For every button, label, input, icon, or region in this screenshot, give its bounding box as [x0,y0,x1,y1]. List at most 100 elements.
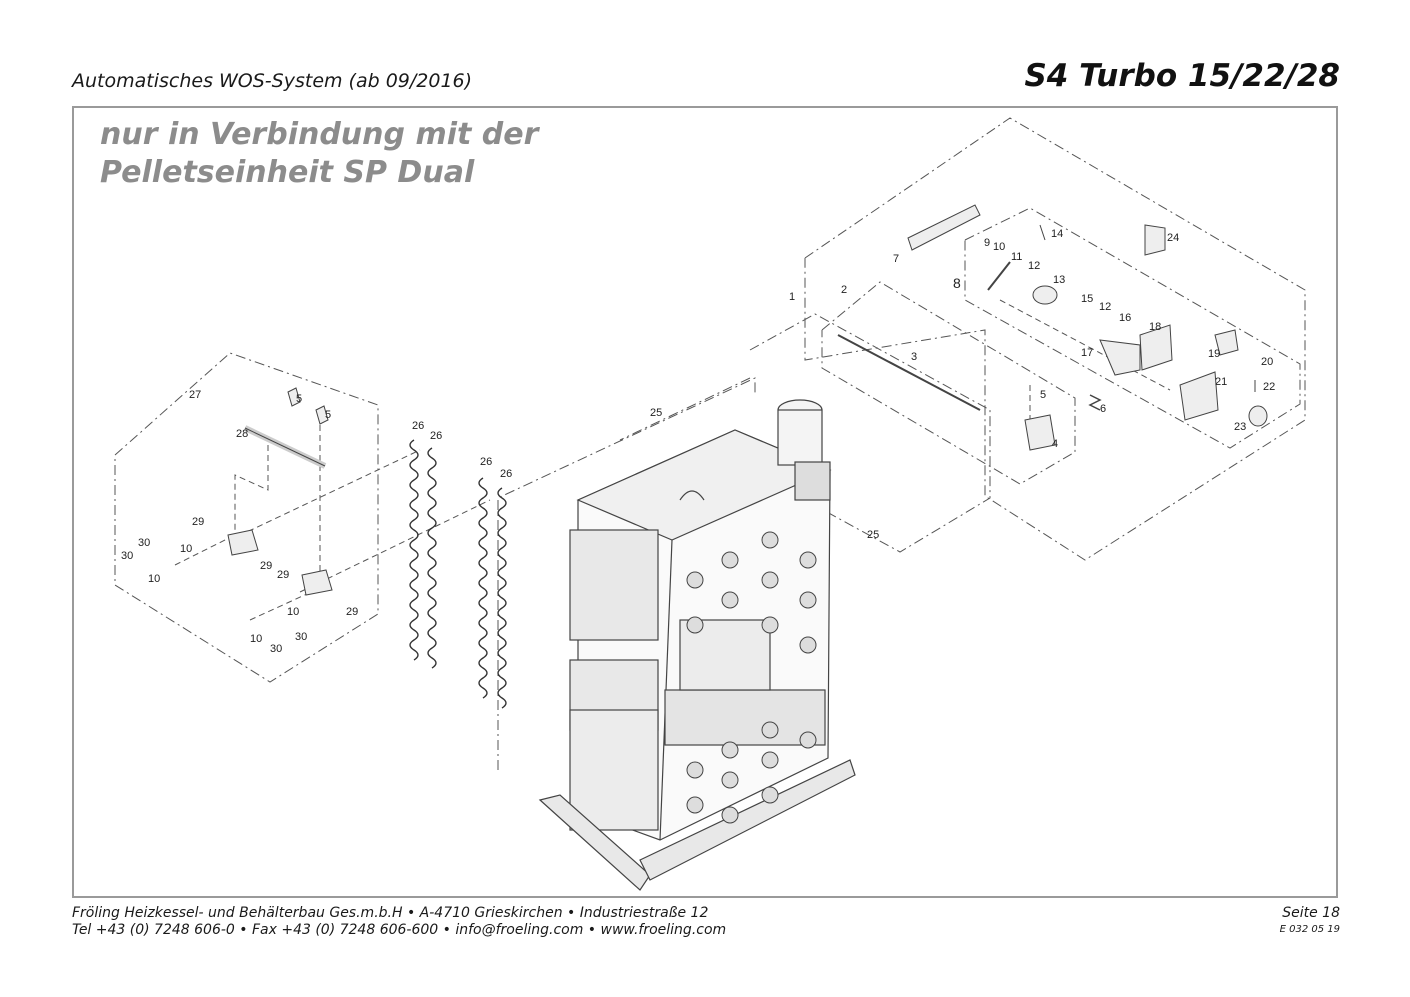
spring-3 [478,477,488,699]
part-24-cover [1144,224,1166,256]
part-23-disc [1248,405,1268,427]
part-10-lever [987,261,1011,291]
leader-line [299,499,491,593]
document-subtitle: Automatisches WOS-System (ab 09/2016) [72,70,473,92]
footer-contact-line: Tel +43 (0) 7248 606-0 • Fax +43 (0) 724… [72,922,727,938]
group-outline-3 [749,313,991,553]
port-circle [761,571,779,589]
part-17-bracket [1099,339,1141,376]
label-part-10c: 10 [148,573,160,585]
port-circle [721,771,739,789]
part-28-rod-outline [244,427,326,467]
footer-company-line: Fröling Heizkessel- und Behälterbau Ges.… [72,905,709,921]
label-part-21: 21 [1215,376,1227,388]
label-part-14: 14 [1051,228,1063,240]
part-5-clip-a [287,387,301,407]
label-part-16: 16 [1119,312,1131,324]
leader-line [174,534,236,566]
group-outline-27 [114,352,379,683]
label-part-29a: 29 [192,516,204,528]
part-bracket-left [227,529,259,556]
label-part-27: 27 [189,389,201,401]
port-circle [721,806,739,824]
boiler-door-lower [569,709,659,831]
port-circle [799,636,817,654]
left-group-parts [227,387,333,596]
label-part-25a: 25 [650,407,662,419]
boiler-base [639,759,856,881]
label-part-9: 9 [984,237,990,249]
label-part-17: 17 [1081,347,1093,359]
port-circle [761,721,779,739]
wos-mechanism-parts [837,204,1268,451]
flue-pipe [777,409,823,466]
note-line-1: nur in Verbindung mit der [100,117,539,152]
label-part-7: 7 [893,253,899,265]
part-7-bracket [907,204,981,251]
label-part-29c: 29 [277,569,289,581]
compatibility-note: nur in Verbindung mit der Pelletseinheit… [100,116,538,192]
page-number: Seite 18 [1282,905,1340,921]
part-6-spring [1088,394,1102,411]
port-circle [799,551,817,569]
label-part-3: 3 [911,351,917,363]
port-circle [761,786,779,804]
label-part-12a: 12 [1028,260,1040,272]
label-part-10b: 10 [180,543,192,555]
label-part-26c: 26 [480,456,492,468]
port-circle [721,591,739,609]
boiler-door-upper [569,529,659,641]
group-outline-2 [821,281,1076,485]
part-21-housing [1179,371,1219,421]
port-circle [686,571,704,589]
label-part-30d: 30 [270,643,282,655]
label-part-30b: 30 [121,550,133,562]
port-circle [686,761,704,779]
spring-1 [409,439,419,661]
spring-2 [427,447,437,669]
label-part-26a: 26 [412,420,424,432]
label-part-10a: 10 [993,241,1005,253]
label-part-30a: 30 [138,537,150,549]
label-part-15: 15 [1081,293,1093,305]
label-part-2: 2 [841,284,847,296]
label-part-18: 18 [1149,321,1161,333]
note-line-2: Pelletseinheit SP Dual [100,155,475,190]
spring-4 [497,487,507,709]
label-part-5c: 5 [1040,389,1046,401]
leader-line [999,299,1171,391]
label-part-19: 19 [1208,348,1220,360]
label-part-30c: 30 [295,631,307,643]
label-part-24: 24 [1167,232,1179,244]
document-title: S4 Turbo 15/22/28 [1024,58,1340,94]
label-part-29d: 29 [346,606,358,618]
footer-contact: Fröling Heizkessel- und Behälterbau Ges.… [72,905,726,939]
group-outline-8 [964,207,1301,449]
part-4-clip [1024,414,1056,451]
label-part-10d: 10 [287,606,299,618]
sensor-block [794,461,831,501]
port-circle [721,551,739,569]
label-part-13: 13 [1053,274,1065,286]
label-part-23: 23 [1234,421,1246,433]
port-circle [686,616,704,634]
label-part-26b: 26 [430,430,442,442]
port-circle [721,741,739,759]
part-3-shaft [837,334,981,411]
label-part-6: 6 [1100,403,1106,415]
part-number-labels: 1 2 3 4 5 5 5 6 7 8 9 10 10 10 10 10 11 … [121,228,1275,655]
part-5-clip-b [315,405,329,425]
port-circle [799,591,817,609]
part-19-switch [1214,329,1239,356]
part-18-plate [1139,324,1173,371]
label-part-5b: 5 [325,409,331,421]
label-part-10e: 10 [250,633,262,645]
leader-line [229,449,421,541]
label-part-4: 4 [1052,438,1058,450]
label-part-5a: 5 [296,393,302,405]
part-13-disc [1032,285,1058,305]
port-circle [761,531,779,549]
part-14-pin [1039,224,1046,241]
port-circle [761,751,779,769]
